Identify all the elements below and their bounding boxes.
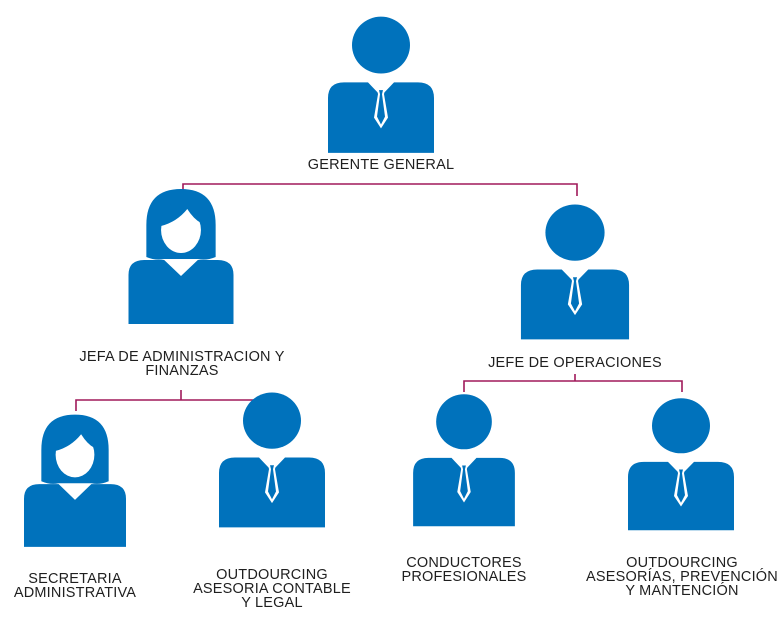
node-label-gerente-general: GERENTE GENERAL — [281, 157, 481, 173]
man-icon — [628, 398, 734, 531]
node-label-outsourcing-contable: OUTDOURCING ASESORIA CONTABLE Y LEGAL — [182, 567, 362, 611]
node-label-jefa-administracion: JEFA DE ADMINISTRACION Y FINANZAS — [51, 349, 313, 379]
label-line: ASESORIA CONTABLE — [193, 581, 351, 597]
label-line: SECRETARIA — [28, 571, 122, 587]
label-line: JEFE DE OPERACIONES — [488, 355, 662, 371]
node-label-outsourcing-prevencion: OUTDOURCING ASESORÍAS, PREVENCIÓN Y MANT… — [582, 555, 782, 599]
connector-ops — [463, 380, 683, 392]
label-line: ASESORÍAS, PREVENCIÓN — [586, 569, 778, 585]
woman-icon — [128, 189, 234, 324]
label-line: PROFESIONALES — [401, 569, 527, 585]
man-icon — [520, 204, 630, 340]
node-label-secretaria: SECRETARIA ADMINISTRATIVA — [0, 571, 150, 601]
connector-root — [182, 183, 578, 196]
woman-icon — [24, 414, 126, 547]
label-line: CONDUCTORES — [406, 555, 522, 571]
label-line: ADMINISTRATIVA — [13, 585, 137, 601]
label-line: OUTDOURCING — [216, 567, 328, 583]
label-line: Y LEGAL — [241, 595, 303, 611]
man-icon — [219, 392, 325, 528]
node-label-conductores: CONDUCTORES PROFESIONALES — [389, 555, 539, 585]
label-line: GERENTE GENERAL — [307, 157, 455, 173]
label-line: JEFA DE ADMINISTRACION Y — [79, 349, 285, 365]
man-icon — [328, 16, 434, 153]
label-line: OUTDOURCING — [626, 555, 738, 571]
node-label-jefe-operaciones: JEFE DE OPERACIONES — [470, 355, 680, 371]
man-icon — [413, 394, 515, 527]
label-line: FINANZAS — [145, 363, 219, 379]
label-line: Y MANTENCIÓN — [625, 583, 739, 599]
